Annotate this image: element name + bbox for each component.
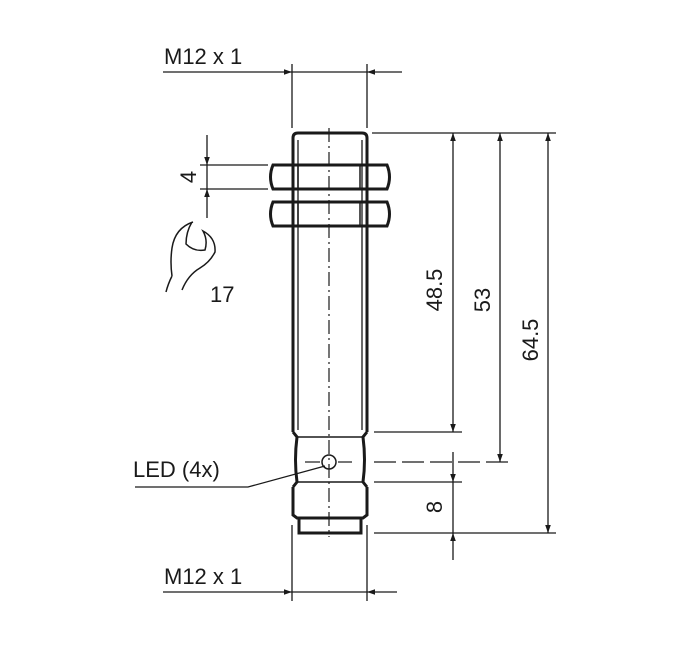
- label-wrench-size: 17: [210, 282, 234, 307]
- led-leader-line: [135, 465, 326, 488]
- label-thread-top: M12 x 1: [164, 44, 242, 69]
- label-dim-64-5: 64.5: [518, 319, 543, 362]
- nut-lower: [269, 200, 391, 228]
- label-thread-bottom: M12 x 1: [164, 564, 242, 589]
- wrench-icon: [165, 221, 216, 293]
- sensor-body: [291, 131, 369, 535]
- extension-lines: [372, 132, 556, 534]
- dim-nut-thickness: [200, 135, 268, 218]
- dim-thread-top: [163, 64, 402, 128]
- nut-upper: [269, 163, 391, 191]
- label-nut-thickness: 4: [176, 171, 201, 183]
- label-dim-53: 53: [470, 288, 495, 312]
- label-dim-48-5: 48.5: [422, 269, 447, 312]
- dim-thread-bottom: [163, 525, 397, 601]
- label-dim-8: 8: [422, 501, 447, 513]
- led-indicator: [321, 454, 337, 470]
- label-led: LED (4x): [133, 457, 220, 482]
